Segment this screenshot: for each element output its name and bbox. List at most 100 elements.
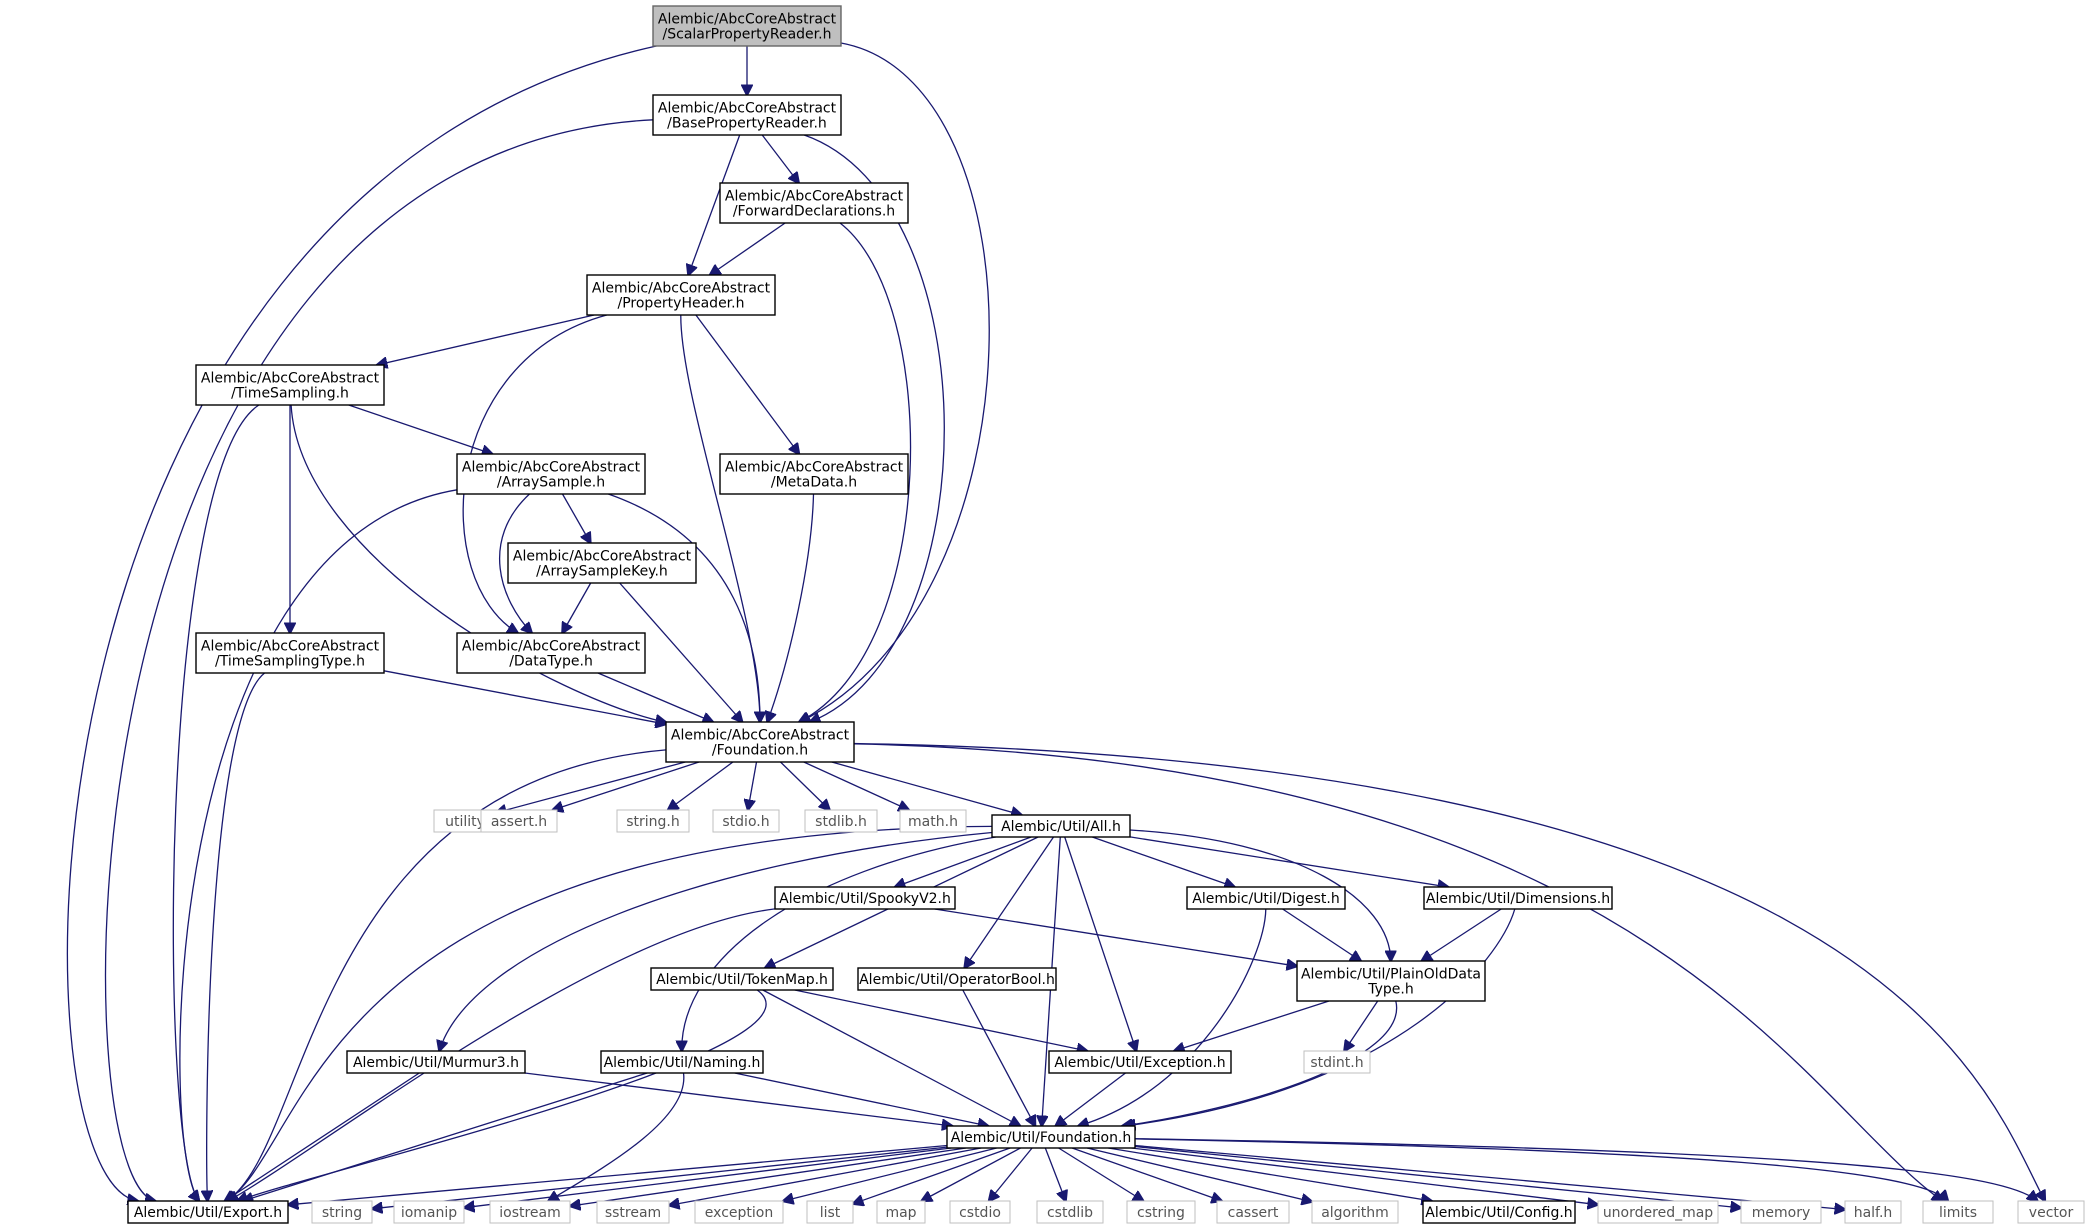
node-label-prophdr-1: /PropertyHeader.h xyxy=(618,296,745,312)
node-arraysamplekey[interactable]: Alembic/AbcCoreAbstract/ArraySampleKey.h xyxy=(507,542,697,584)
node-label-arraysample-0: Alembic/AbcCoreAbstract xyxy=(462,460,641,476)
edge-spooky-to-pod xyxy=(934,908,1297,966)
node-abcfound[interactable]: Alembic/AbcCoreAbstract/Foundation.h xyxy=(665,721,855,763)
node-label-utility-0: utility xyxy=(445,814,485,830)
node-opbool[interactable]: Alembic/Util/OperatorBool.h xyxy=(857,967,1057,991)
node-label-arraysample-1: /ArraySample.h xyxy=(497,475,605,491)
edge-prophdr-to-abcfound xyxy=(680,314,760,722)
node-box-tstype xyxy=(195,632,385,674)
node-label-datatype-1: /DataType.h xyxy=(509,654,593,670)
node-label-cassert-0: cassert xyxy=(1228,1205,1279,1221)
node-label-opbool-0: Alembic/Util/OperatorBool.h xyxy=(859,972,1055,988)
node-fwd[interactable]: Alembic/AbcCoreAbstract/ForwardDeclarati… xyxy=(719,182,909,224)
edge-utilfound-to-list xyxy=(853,1147,1011,1204)
node-murmur[interactable]: Alembic/Util/Murmur3.h xyxy=(346,1050,526,1074)
edge-utilall-to-opbool xyxy=(965,836,1055,968)
node-tstype[interactable]: Alembic/AbcCoreAbstract/TimeSamplingType… xyxy=(195,632,385,674)
edge-timesampling-to-export xyxy=(172,404,260,1201)
node-mathh: math.h xyxy=(899,809,967,833)
node-arraysample[interactable]: Alembic/AbcCoreAbstract/ArraySample.h xyxy=(456,453,646,495)
node-digest[interactable]: Alembic/Util/Digest.h xyxy=(1186,886,1346,910)
edge-utilfound-to-unorderedmap xyxy=(1131,1147,1599,1205)
edge-utilfound-to-cassert xyxy=(1071,1147,1222,1201)
node-label-spooky-0: Alembic/Util/SpookyV2.h xyxy=(779,891,951,907)
edge-utilfound-to-vector xyxy=(1134,1137,2038,1201)
node-tokenmap[interactable]: Alembic/Util/TokenMap.h xyxy=(650,967,834,991)
node-box-naming xyxy=(600,1050,764,1074)
node-box-prophdr xyxy=(586,274,776,316)
node-exception[interactable]: Alembic/Util/Exception.h xyxy=(1048,1050,1232,1074)
node-box-export xyxy=(127,1200,289,1224)
node-box-string xyxy=(311,1200,373,1224)
edge-utilfound-to-memory xyxy=(1134,1145,1741,1208)
node-box-abcfound xyxy=(665,721,855,763)
node-box-stdlibh xyxy=(804,809,878,833)
node-label-vector-0: vector xyxy=(2029,1205,2074,1221)
node-iomanip: iomanip xyxy=(393,1200,465,1224)
node-config[interactable]: Alembic/Util/Config.h xyxy=(1422,1200,1576,1224)
edge-utilall-to-exception xyxy=(1064,836,1137,1051)
node-label-timesampling-1: /TimeSampling.h xyxy=(231,386,349,402)
node-box-datatype xyxy=(456,632,646,674)
edge-abcfound-to-limits xyxy=(853,743,1943,1201)
node-box-map xyxy=(876,1200,926,1224)
node-label-base-1: /BasePropertyReader.h xyxy=(667,116,827,132)
node-stdinth: stdint.h xyxy=(1303,1050,1371,1074)
node-box-timesampling xyxy=(195,364,385,406)
node-timesampling[interactable]: Alembic/AbcCoreAbstract/TimeSampling.h xyxy=(195,364,385,406)
node-metadata[interactable]: Alembic/AbcCoreAbstract/MetaData.h xyxy=(719,453,909,495)
node-box-list xyxy=(806,1200,854,1224)
edge-utilfound-to-export xyxy=(288,1144,948,1205)
node-utilfound[interactable]: Alembic/Util/Foundation.h xyxy=(946,1125,1136,1149)
node-box-arraysample xyxy=(456,453,646,495)
node-label-utilall-0: Alembic/Util/All.h xyxy=(1001,819,1121,835)
node-box-stdioh xyxy=(712,809,780,833)
edge-abcfound-to-vector xyxy=(853,742,2045,1202)
edge-tokenmap-to-exception xyxy=(794,989,1088,1051)
edge-opbool-to-utilfound xyxy=(962,989,1035,1126)
node-datatype[interactable]: Alembic/AbcCoreAbstract/DataType.h xyxy=(456,632,646,674)
node-box-unorderedmap xyxy=(1597,1200,1719,1224)
node-dimensions[interactable]: Alembic/Util/Dimensions.h xyxy=(1423,886,1613,910)
node-box-metadata xyxy=(719,453,909,495)
edge-base-to-prophdr xyxy=(688,134,741,275)
edge-utilfound-to-iomanip xyxy=(464,1147,952,1208)
node-utilall[interactable]: Alembic/Util/All.h xyxy=(991,814,1131,838)
edge-prophdr-to-metadata xyxy=(695,314,799,454)
edge-tstype-to-abcfound xyxy=(383,670,666,724)
edge-murmur-to-utilfound xyxy=(524,1072,953,1126)
edge-utilall-to-naming xyxy=(682,836,996,1051)
node-label-pod-1: Type.h xyxy=(1367,982,1413,998)
edge-tokenmap-to-utilfound xyxy=(762,989,1020,1126)
node-label-metadata-0: Alembic/AbcCoreAbstract xyxy=(725,460,904,476)
node-prophdr[interactable]: Alembic/AbcCoreAbstract/PropertyHeader.h xyxy=(586,274,776,316)
edge-arraysamplekey-to-datatype xyxy=(562,582,592,633)
edge-utilall-to-pod xyxy=(1129,829,1391,961)
node-box-pod xyxy=(1296,960,1486,1002)
node-label-fwd-1: /ForwardDeclarations.h xyxy=(733,204,895,220)
node-spooky[interactable]: Alembic/Util/SpookyV2.h xyxy=(774,886,956,910)
node-box-tokenmap xyxy=(650,967,834,991)
node-label-iomanip-0: iomanip xyxy=(401,1205,457,1221)
edge-naming-to-iostream xyxy=(548,1072,685,1201)
node-limits: limits xyxy=(1922,1200,1994,1224)
edge-utilfound-to-limits xyxy=(1134,1138,1948,1201)
node-memory: memory xyxy=(1740,1200,1822,1224)
node-scalar[interactable]: Alembic/AbcCoreAbstract/ScalarPropertyRe… xyxy=(652,5,842,47)
node-export[interactable]: Alembic/Util/Export.h xyxy=(127,1200,289,1224)
node-exceptionstd: exception xyxy=(694,1200,784,1224)
node-base[interactable]: Alembic/AbcCoreAbstract/BasePropertyRead… xyxy=(652,94,842,136)
edge-abcfound-to-mathh xyxy=(803,761,909,810)
node-map: map xyxy=(876,1200,926,1224)
node-naming[interactable]: Alembic/Util/Naming.h xyxy=(600,1050,764,1074)
edge-utilfound-to-cstdlib xyxy=(1044,1147,1065,1201)
node-box-dimensions xyxy=(1423,886,1613,910)
edge-scalar-to-abcfound xyxy=(800,42,990,722)
edge-abcfound-to-stdioh xyxy=(748,761,758,810)
node-box-arraysamplekey xyxy=(507,542,697,584)
edge-digest-to-pod xyxy=(1282,908,1361,961)
edge-metadata-to-abcfound xyxy=(767,493,815,722)
edge-abcfound-to-asserth xyxy=(553,761,700,810)
node-label-asserth-0: assert.h xyxy=(491,814,547,830)
